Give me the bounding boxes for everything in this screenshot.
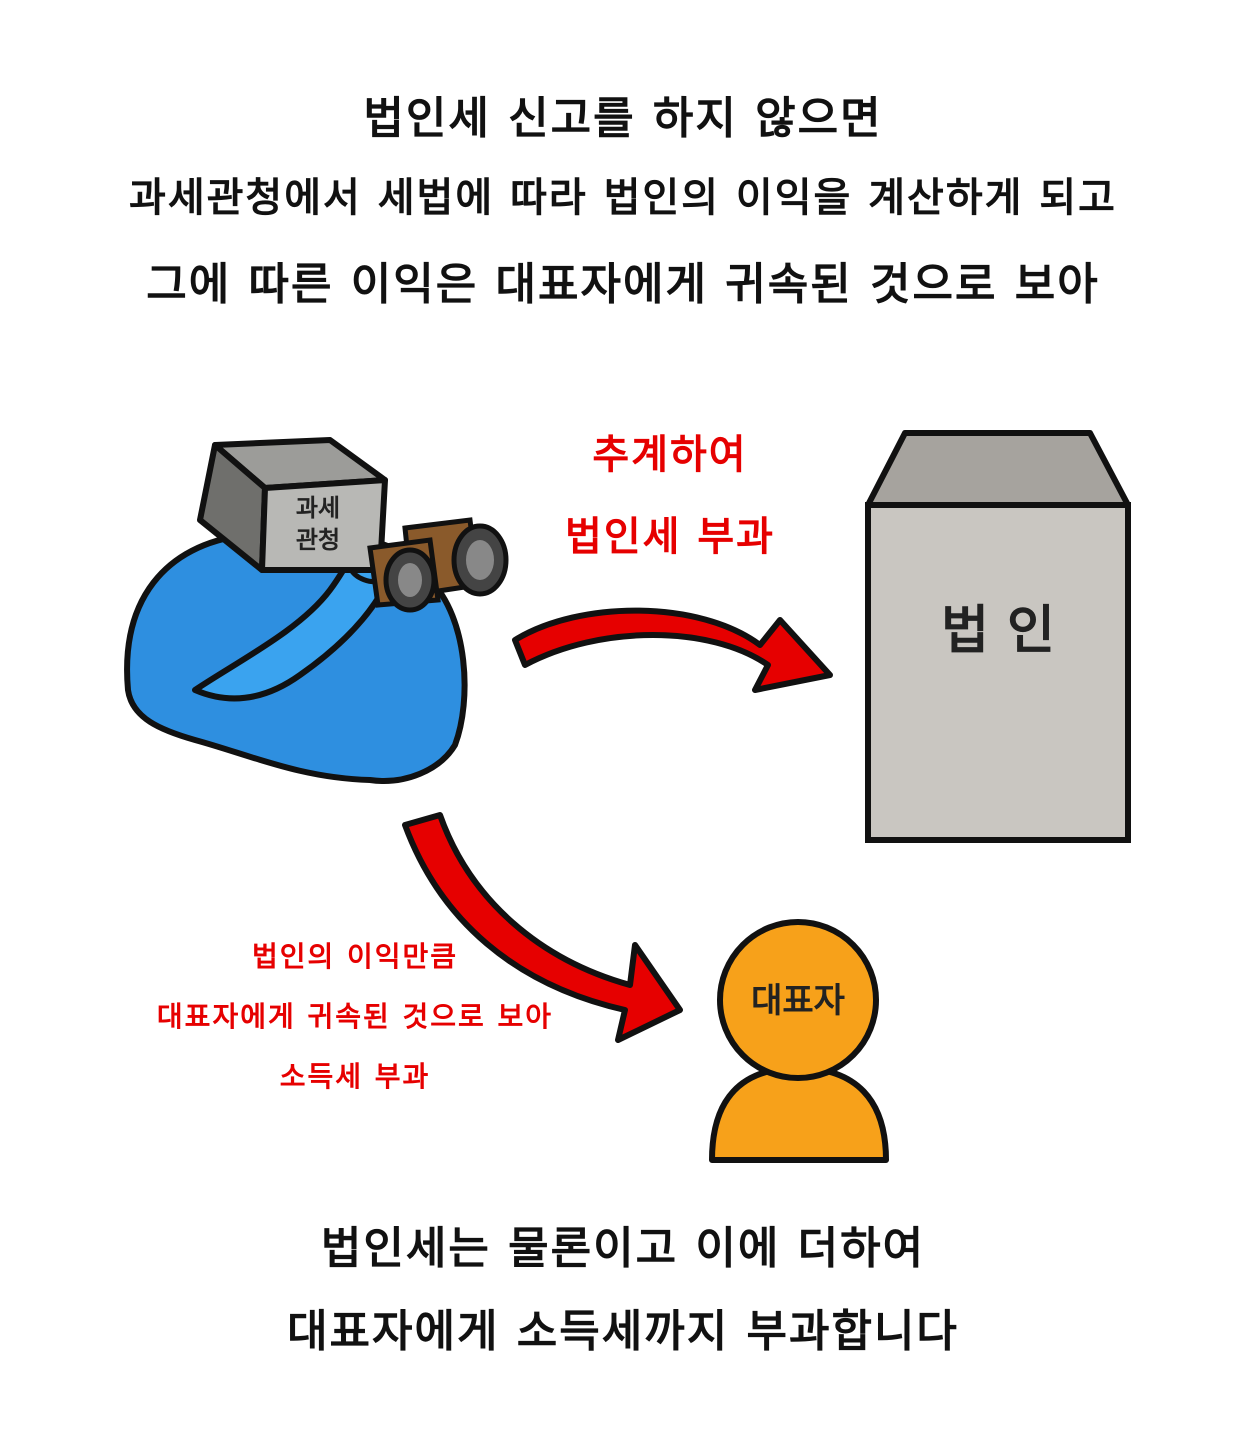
arrow-to-representative [402, 812, 683, 1043]
tax-office-character: 과세 관청 [124, 437, 509, 784]
arrow-to-corporation [512, 607, 833, 693]
representative-figure: 대표자 [709, 919, 889, 1163]
corp-arrow-label-1: 추계하여 [592, 432, 748, 478]
rep-arrow-label-3: 소득세 부과 [279, 1060, 431, 1093]
corporation-building: 법 인 [865, 430, 1131, 843]
representative-body [709, 1065, 889, 1163]
rep-arrow-label-1: 법인의 이익만큼 [251, 940, 459, 973]
header-line-1: 법인세 신고를 하지 않으면 [363, 93, 883, 144]
footer-line-1: 법인세는 물론이고 이에 더하여 [320, 1223, 926, 1274]
tax-office-box-label-2: 관청 [296, 526, 340, 554]
corporation-roof [865, 430, 1131, 508]
corporation-front [865, 502, 1131, 843]
tax-office-box-label-1: 과세 [296, 494, 340, 522]
representative-label: 대표자 [751, 981, 845, 1021]
header-line-3: 그에 따른 이익은 대표자에게 귀속된 것으로 보아 [146, 259, 1100, 310]
representative-head [717, 919, 879, 1081]
header-line-2: 과세관청에서 세법에 따라 법인의 이익을 계산하게 되고 [129, 175, 1117, 221]
rep-arrow-label-2: 대표자에게 귀속된 것으로 보아 [156, 1000, 554, 1033]
corporation-label: 법 인 [941, 601, 1055, 661]
corp-arrow-label-2: 법인세 부과 [565, 514, 775, 560]
footer-line-2: 대표자에게 소득세까지 부과합니다 [287, 1306, 959, 1357]
binoculars-icon [367, 517, 509, 613]
